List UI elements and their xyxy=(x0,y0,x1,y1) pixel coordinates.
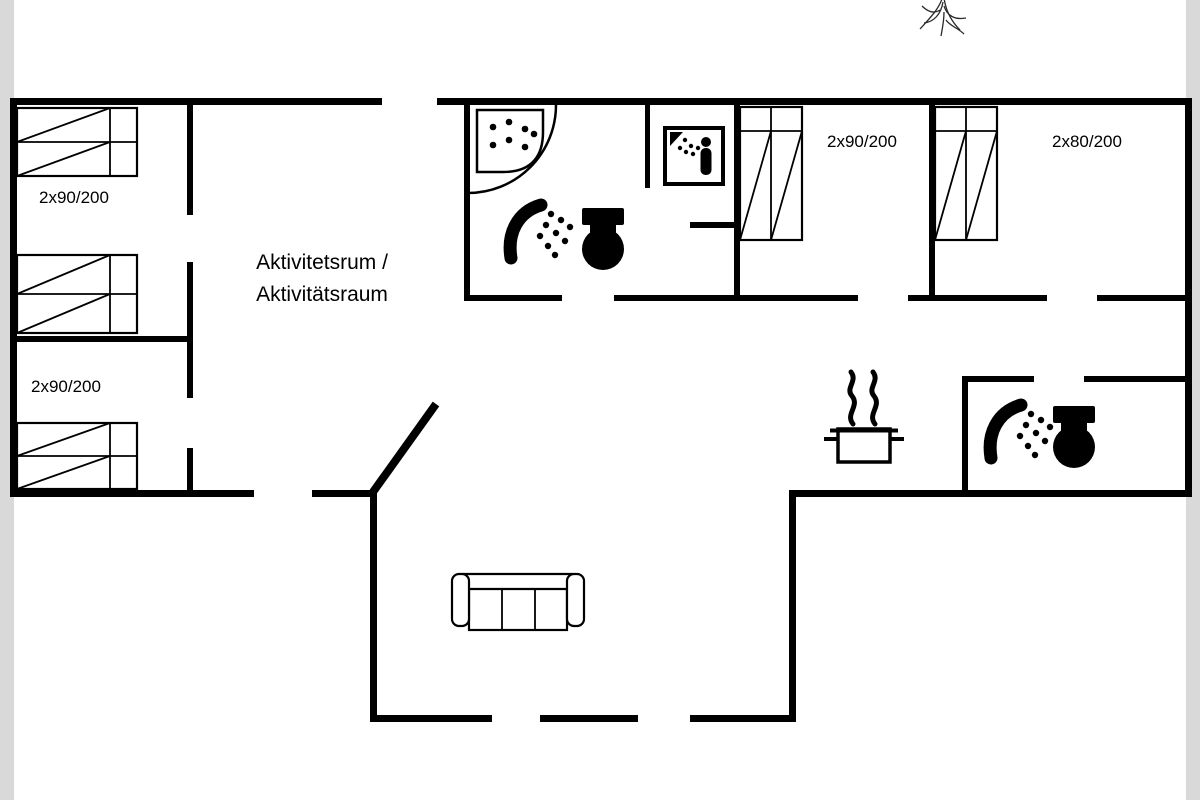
wall-segment xyxy=(187,262,193,398)
bed-size-label-left-bottom: 2x90/200 xyxy=(31,377,101,396)
wall-segment xyxy=(789,490,796,722)
wall-segment xyxy=(908,295,935,301)
bed-group-left-top xyxy=(15,106,139,178)
bed-group-left-middle xyxy=(15,253,139,335)
shower-tray-icon xyxy=(475,108,545,174)
wall-segment xyxy=(935,295,1047,301)
wall-segment xyxy=(370,715,492,722)
shower-icon-2 xyxy=(990,405,1053,458)
activity-room-label-line2: Aktivitätsraum xyxy=(256,283,388,306)
bed-group-right-first xyxy=(738,105,804,242)
wall-segment xyxy=(10,490,254,497)
wall-segment xyxy=(464,98,470,301)
wall-segment xyxy=(690,715,796,722)
wall-segment xyxy=(614,295,740,301)
wall-segment xyxy=(10,336,190,342)
shower-icon xyxy=(510,205,573,258)
wall-segment xyxy=(10,98,17,497)
shower-cabin-icon xyxy=(663,126,725,186)
shower-curtain-arc xyxy=(467,104,558,195)
wall-segment xyxy=(10,98,382,105)
bed-group-left-bottom xyxy=(15,421,139,491)
wall-segment-diagonal xyxy=(369,401,440,495)
cooking-pot-icon xyxy=(824,369,904,464)
wall-segment xyxy=(690,222,740,228)
wall-segment xyxy=(645,98,650,188)
bed-size-label-right-second: 2x80/200 xyxy=(1052,132,1122,151)
wall-segment xyxy=(962,376,968,497)
bed-group-right-second xyxy=(933,105,999,242)
activity-room-label-line1: Aktivitetsrum / xyxy=(256,251,388,274)
wall-segment xyxy=(437,98,1192,105)
bed-size-label-left-top: 2x90/200 xyxy=(39,188,109,207)
tree-sketch xyxy=(919,0,967,37)
wall-segment xyxy=(789,490,1192,497)
wall-segment xyxy=(187,448,193,497)
wall-segment xyxy=(370,490,377,722)
toilet-icon-2 xyxy=(1053,406,1095,468)
wall-segment xyxy=(312,490,376,497)
toilet-icon xyxy=(582,208,624,270)
wall-segment xyxy=(464,295,562,301)
wall-segment xyxy=(540,715,638,722)
wall-segment xyxy=(1097,295,1192,301)
bed-size-label-right-first: 2x90/200 xyxy=(827,132,897,151)
wall-segment xyxy=(734,98,740,301)
sofa-icon xyxy=(450,572,586,632)
wall-segment xyxy=(962,376,1034,382)
wall-segment xyxy=(187,98,193,215)
wall-segment xyxy=(1084,376,1192,382)
wall-segment xyxy=(929,98,935,301)
wall-segment xyxy=(734,295,858,301)
walls xyxy=(10,98,1192,722)
